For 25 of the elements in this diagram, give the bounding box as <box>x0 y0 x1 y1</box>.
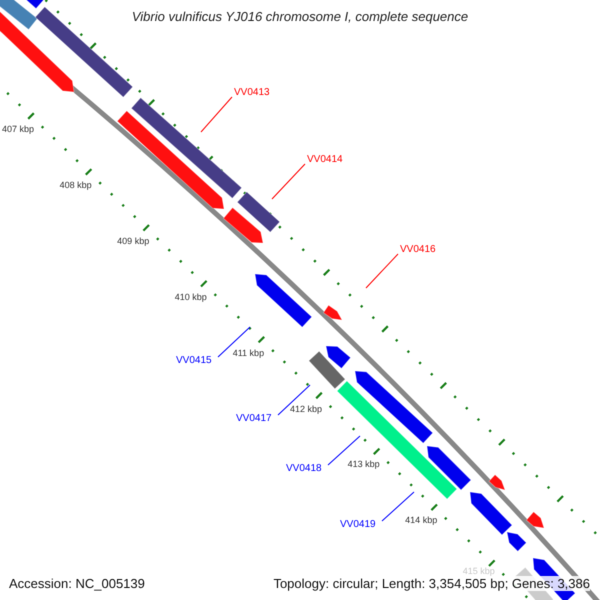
scale-label: 414 kbp <box>405 515 438 526</box>
leader-line <box>382 492 414 522</box>
scale-label: 410 kbp <box>174 292 207 302</box>
gene-label: VV0418 <box>286 463 322 475</box>
accession-text: Accession: NC_005139 <box>9 576 145 591</box>
map-title: Vibrio vulnificus YJ016 chromosome I, complete sequence <box>130 9 470 24</box>
scale-label: 409 kbp <box>117 236 150 246</box>
leader-line <box>218 326 250 358</box>
scale-label: 412 kbp <box>290 404 322 414</box>
gene-label: VV0416 <box>400 244 436 256</box>
gene-label: VV0415 <box>176 355 212 367</box>
gene-label: VV0414 <box>307 154 343 166</box>
leader-line <box>278 384 310 416</box>
sequence-info-text: Topology: circular; Length: 3,354,505 bp; Genes: 3,386 <box>273 576 590 591</box>
gene-label: VV0417 <box>236 413 272 425</box>
gene-label: VV0413 <box>234 87 270 99</box>
scale-label: 411 kbp <box>232 348 264 358</box>
scale-label: 408 kbp <box>60 180 92 190</box>
leader-line <box>328 436 360 466</box>
leader-line <box>200 96 232 132</box>
leader-line <box>272 164 306 200</box>
scale-label: 407 kbp <box>2 124 34 134</box>
leader-line <box>366 254 398 288</box>
gene-label: VV0419 <box>340 519 376 531</box>
scale-label: 413 kbp <box>348 459 380 470</box>
